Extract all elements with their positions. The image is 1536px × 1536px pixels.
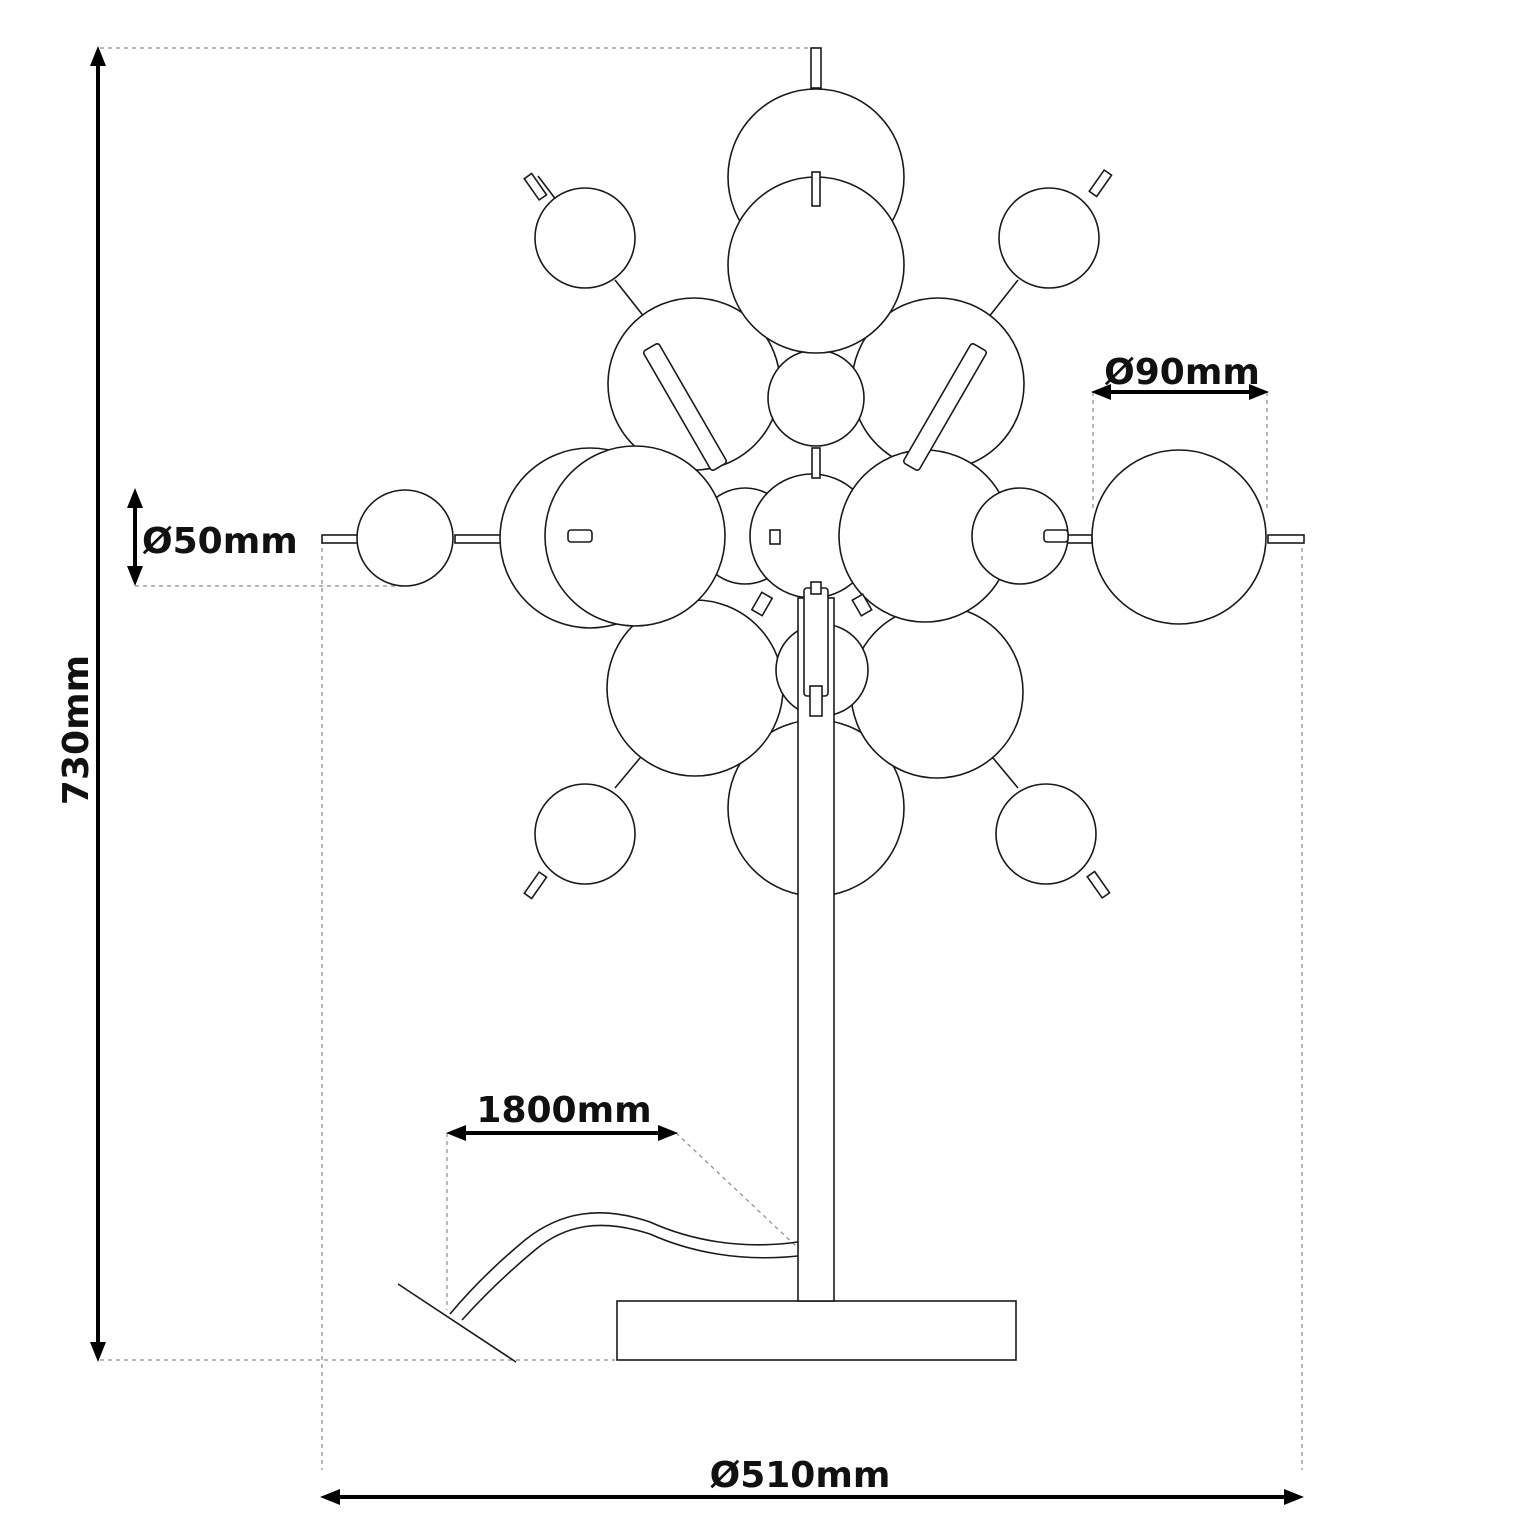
bulb-holders bbox=[567, 171, 1069, 617]
globe-small-bottom-right bbox=[995, 783, 1097, 885]
globe-center-upper bbox=[767, 349, 865, 447]
lamp-base bbox=[616, 1300, 1017, 1361]
dimension-small-globe: Ø50mm bbox=[127, 488, 298, 586]
globe-small-bottom-left bbox=[534, 783, 636, 885]
power-cable-lower bbox=[461, 1224, 799, 1321]
dimension-cable-length: 1800mm bbox=[446, 1090, 678, 1141]
dimension-base-diameter: Ø510mm bbox=[320, 1455, 1304, 1505]
globe-large-far-right bbox=[1091, 449, 1267, 625]
cable-floor-line bbox=[397, 1283, 517, 1363]
base-diameter-label: Ø510mm bbox=[710, 1455, 891, 1496]
globe-small-top-right bbox=[998, 187, 1100, 289]
globe-small-top-left bbox=[534, 187, 636, 289]
dimension-large-globe: Ø90mm bbox=[1091, 352, 1269, 400]
extension-lines bbox=[100, 47, 1303, 1470]
power-cable-upper bbox=[449, 1212, 799, 1315]
globe-lower-right bbox=[850, 605, 1024, 779]
cable-length-label: 1800mm bbox=[476, 1090, 651, 1131]
globe-left-front bbox=[544, 445, 726, 627]
height-label: 730mm bbox=[56, 655, 97, 805]
dimension-height: 730mm bbox=[56, 46, 106, 1362]
stem-bulb-holder bbox=[803, 587, 829, 697]
large-globe-label: Ø90mm bbox=[1104, 352, 1260, 393]
lamp bbox=[321, 47, 1305, 1363]
small-globe-label: Ø50mm bbox=[142, 521, 298, 562]
globe-small-far-left bbox=[356, 489, 454, 587]
